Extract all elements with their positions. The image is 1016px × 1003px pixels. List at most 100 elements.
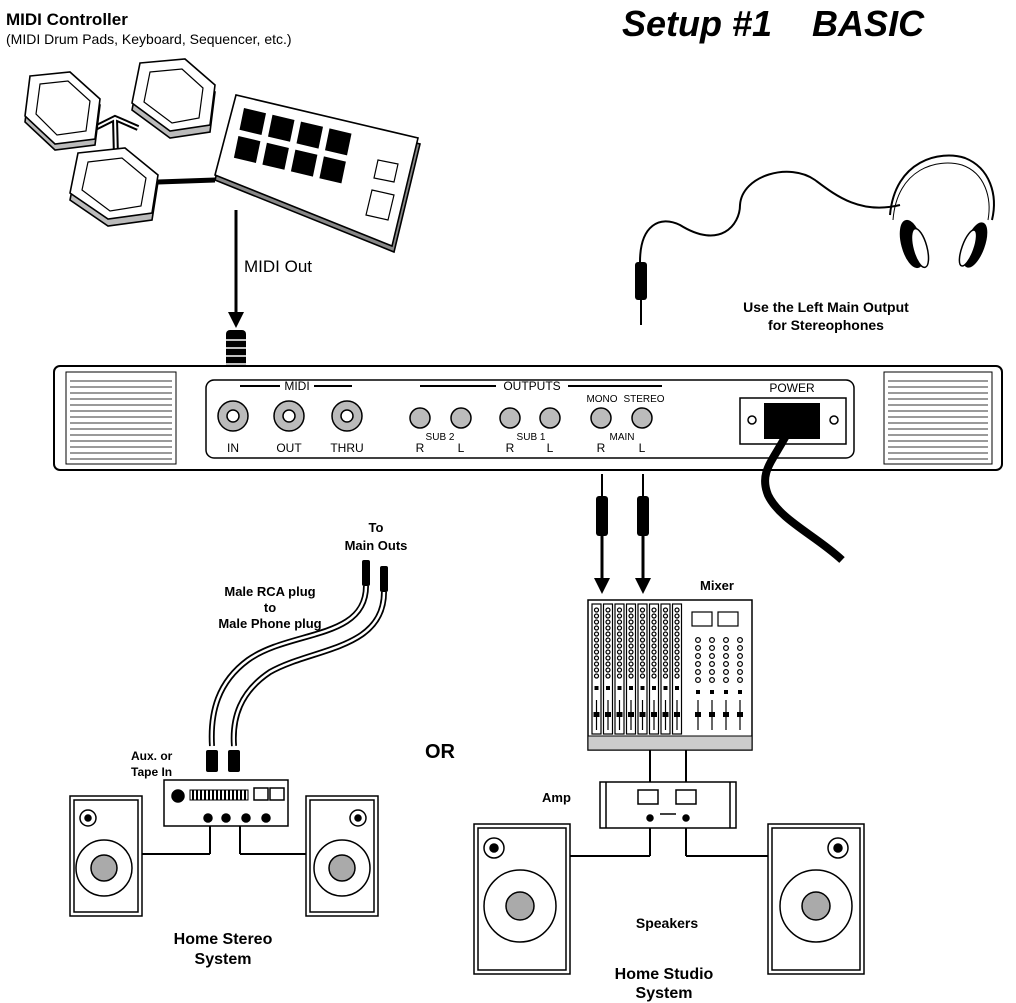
knob	[628, 619, 634, 625]
knob	[593, 655, 600, 661]
drum-pad	[233, 136, 261, 163]
fader-cap	[674, 712, 680, 717]
midi-out-port-label: OUT	[276, 441, 302, 455]
knob	[628, 643, 634, 649]
master-knob	[736, 644, 743, 651]
master-knob	[722, 676, 729, 683]
knob	[605, 673, 611, 679]
master-knob	[708, 668, 715, 675]
knob	[662, 613, 669, 619]
knob	[639, 673, 646, 679]
mixer-label: Mixer	[700, 578, 734, 593]
rack-unit: MIDI OUTPUTS IN OUT THRU SUB 2 SUB 1 MAI…	[53, 365, 1003, 471]
controller-title: MIDI Controller	[6, 10, 128, 29]
knob	[651, 667, 657, 673]
knob	[593, 613, 600, 619]
rca-cable	[206, 560, 388, 772]
master-knob	[694, 668, 701, 675]
knob	[674, 607, 680, 613]
drum-pad	[262, 142, 289, 170]
knob	[674, 631, 680, 637]
cable-label-line3: Male Phone plug	[218, 616, 321, 631]
master-fader-cap	[723, 712, 729, 717]
knob	[674, 613, 680, 619]
master-knob	[708, 644, 715, 651]
master-knob	[708, 676, 715, 683]
main-label: MAIN	[610, 432, 635, 443]
master-knob	[736, 636, 743, 643]
knob	[674, 619, 680, 625]
speaker-left-icon	[69, 795, 143, 917]
knob	[616, 613, 623, 619]
knob	[593, 661, 600, 667]
button	[594, 686, 599, 690]
knob	[662, 607, 669, 613]
knob	[616, 667, 623, 673]
knob	[651, 619, 657, 625]
knob	[605, 643, 611, 649]
knob	[616, 607, 623, 613]
knob	[628, 607, 634, 613]
knob	[616, 619, 623, 625]
knob	[639, 625, 646, 631]
sub1-label: SUB 1	[517, 432, 546, 443]
master-button	[696, 690, 700, 694]
headphones-note-line1: Use the Left Main Output	[743, 299, 909, 315]
sub1-l-label: L	[547, 441, 554, 455]
master-button	[738, 690, 742, 694]
cable-label-line1: Male RCA plug	[224, 584, 315, 599]
master-knob	[694, 660, 701, 667]
home-stereo-line1: Home Stereo	[174, 931, 273, 948]
fader-cap	[662, 712, 669, 717]
knob	[593, 649, 600, 655]
knob	[616, 661, 623, 667]
pad-controller-icon	[214, 94, 421, 254]
knob	[651, 607, 657, 613]
setup-title: Setup #1 BASIC	[622, 3, 925, 44]
knob	[616, 643, 623, 649]
knob	[628, 673, 634, 679]
amp-icon	[599, 781, 737, 829]
sub1-r-label: R	[506, 441, 515, 455]
fader-cap	[616, 712, 623, 717]
master-knob	[708, 660, 715, 667]
main-r-label: R	[597, 441, 606, 455]
home-stereo-line2: System	[195, 951, 252, 968]
knob	[662, 667, 669, 673]
knob	[593, 637, 600, 643]
knob	[605, 607, 611, 613]
knob	[639, 607, 646, 613]
controller-subtitle: (MIDI Drum Pads, Keyboard, Sequencer, et…	[6, 31, 292, 47]
cable-label-line2: to	[264, 600, 276, 615]
master-knob	[708, 652, 715, 659]
master-knob	[722, 652, 729, 659]
knob	[662, 649, 669, 655]
outputs-group-label: OUTPUTS	[503, 379, 560, 393]
amp-label: Amp	[542, 790, 571, 805]
master-knob	[722, 636, 729, 643]
knob	[628, 667, 634, 673]
master-fader-cap	[695, 712, 701, 717]
knob	[651, 643, 657, 649]
knob	[639, 667, 646, 673]
knob	[616, 673, 623, 679]
knob	[674, 625, 680, 631]
fader-cap	[593, 712, 600, 717]
knob	[651, 661, 657, 667]
home-studio-line1: Home Studio	[615, 966, 714, 983]
fader-cap	[605, 712, 611, 717]
knob	[651, 655, 657, 661]
sub2-label: SUB 2	[426, 432, 455, 443]
knob	[674, 673, 680, 679]
knob	[628, 631, 634, 637]
studio-speaker-left-icon	[473, 823, 571, 975]
knob	[605, 637, 611, 643]
knob	[593, 619, 600, 625]
midi-thru-label: THRU	[330, 441, 363, 455]
aux-label-line1: Aux. or	[131, 749, 173, 763]
midi-out-label: MIDI Out	[244, 257, 312, 276]
knob	[662, 637, 669, 643]
knob	[662, 631, 669, 637]
